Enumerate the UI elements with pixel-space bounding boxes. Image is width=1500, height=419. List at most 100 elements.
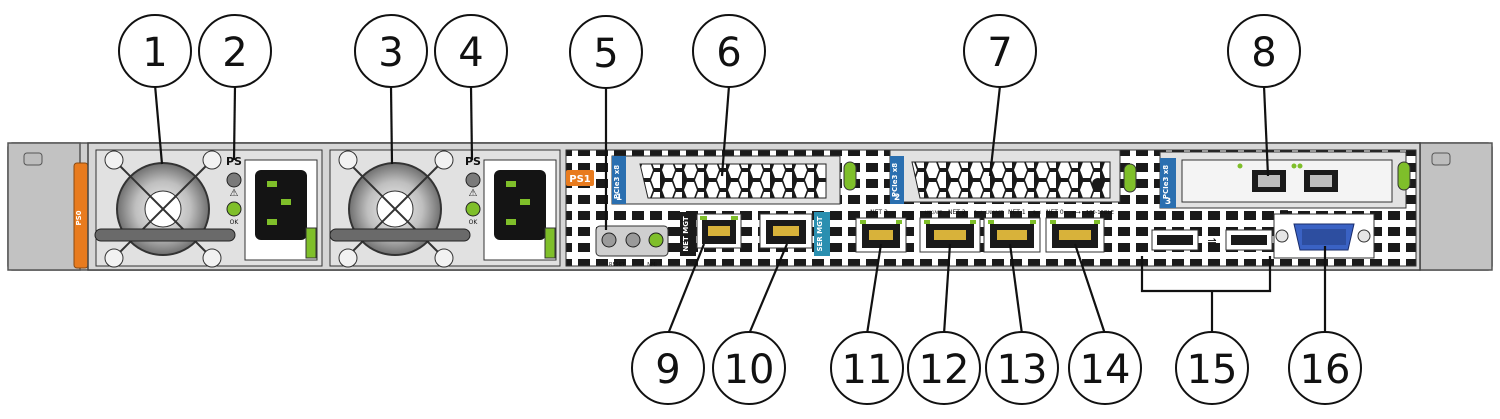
callout-10: 10 [712,331,786,405]
leader-lines [153,84,1327,335]
leader-14 [1073,243,1107,335]
callout-6: 6 [692,14,766,88]
usb-port[interactable] [1231,235,1267,245]
nmi-label: NMI [647,262,657,268]
vga-port[interactable]: ⊡ [1273,207,1375,259]
warning-icon: ⚠ [230,188,239,199]
callout-5-number: 5 [593,31,618,77]
leader-9 [666,243,706,335]
pcie-slot-2-label: PCIe3 x8 [891,163,899,197]
status-indicator-cluster: RESET NMI [595,225,669,268]
callout-2: 2 [198,14,272,88]
screw-icon [104,150,124,170]
pcie-slot-1-label: PCIe3 x8 [613,165,621,199]
leader-4 [469,85,474,161]
leader-6 [720,85,731,177]
callout-15-number: 15 [1187,347,1238,393]
locator-button[interactable] [601,232,617,248]
leader-7 [988,85,1002,177]
pcie-slot-3-number: 3 [1165,197,1171,207]
speed-label: 100-10GbE [1086,210,1114,216]
callout-4: 4 [434,14,508,88]
leader-8 [1262,85,1270,177]
pcie-latch[interactable] [1123,163,1137,193]
leader-10 [747,243,789,335]
screw-icon [434,150,454,170]
net1-label: NET 1 [1008,209,1026,216]
callout-3: 3 [354,14,428,88]
spd-label: Spd [1033,210,1041,215]
callout-7-number: 7 [987,30,1012,76]
callout-9: 9 [631,331,705,405]
callout-5: 5 [569,15,643,89]
callout-10-number: 10 [724,347,775,393]
ps1-badge-label: PS1 [569,174,591,185]
callout-13-number: 13 [997,347,1048,393]
leader-3 [389,85,394,165]
callout-12: 12 [907,331,981,405]
psu-handle[interactable] [94,228,236,242]
pcie-slot-2: PCIe3 x8 2 [889,149,1137,204]
psu-led-icon [226,172,242,188]
lnk-act-label: LNK/ACT [925,210,943,215]
callout-13: 13 [985,331,1059,405]
lnk-act-label: LNK/ACT [986,210,1004,215]
usb-port[interactable] [1157,235,1193,245]
callout-11: 11 [830,331,904,405]
callout-8: 8 [1227,14,1301,88]
pcie-slot-1: PCIe3 x8 1 [611,155,857,205]
ser-mgt-port[interactable]: SER MGT [759,212,830,256]
net2-label: NET 2 [948,209,966,216]
callout-1: 1 [118,14,192,88]
callout-7: 7 [963,14,1037,88]
psu-led-icon [465,172,481,188]
screw-icon [338,150,358,170]
leader-2 [232,85,237,161]
callout-9-number: 9 [655,347,680,393]
callout-group: 1 2 3 4 5 6 7 8 9 10 11 12 13 14 15 16 [118,14,1362,405]
screw-icon [338,248,358,268]
leader-13 [1008,243,1024,335]
usb-bracket [1140,256,1272,293]
spd-label: Spd [974,210,982,215]
pcie-slot-1-number: 1 [616,193,622,203]
leader-11 [865,243,883,335]
pcie-latch[interactable] [843,161,857,191]
net-port-1[interactable]: LNK/ACT NET 1 Spd [983,209,1041,253]
net-mgt-port[interactable]: NET MGT [680,212,742,256]
callout-6-number: 6 [716,30,741,76]
pcie-latch[interactable] [1397,161,1411,191]
callout-16-number: 16 [1300,347,1351,393]
ok-label: OK [230,219,240,226]
net-mgt-label: NET MGT [682,216,690,251]
callout-3-number: 3 [378,30,403,76]
callout-15: 15 [1175,331,1249,405]
usb-ports: ⇌ [1151,229,1273,251]
screw-icon [202,150,222,170]
callout-14-number: 14 [1080,347,1131,393]
leader-12 [942,243,952,335]
psu-ok-led-icon [226,201,242,217]
callout-14: 14 [1068,331,1142,405]
callout-16: 16 [1288,331,1362,405]
fault-led-icon [625,232,641,248]
pcie-slot-3-label: PCIe3 x8 [1162,165,1170,199]
ps0-side-label: PS0 [75,210,83,225]
power-ok-led-icon [648,232,664,248]
psu-handle[interactable] [329,228,471,242]
screw-icon [104,248,124,268]
net0-label: NET 0 [1046,209,1064,216]
leader-1 [153,84,164,165]
net-port-0[interactable]: NET 0 ⟷ 100-10GbE [1045,209,1114,253]
reset-label: RESET [609,262,626,268]
usb-icon: ⇌ [1207,235,1216,248]
screw-icon [434,248,454,268]
psu-ok-led-icon [465,201,481,217]
power-supply-1: PS ⚠ OK [329,149,561,268]
ok-label: OK [469,219,479,226]
callout-1-number: 1 [142,30,167,76]
screw-icon [202,248,222,268]
callout-8-number: 8 [1251,30,1276,76]
